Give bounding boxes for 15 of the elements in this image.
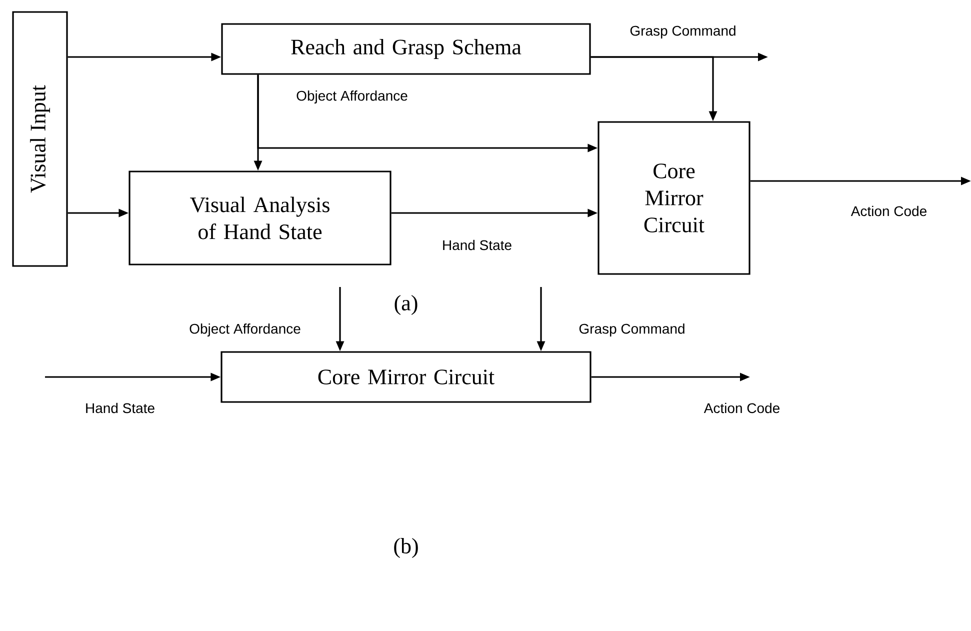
edge-label: Object Affordance [188,322,302,338]
block-box: Core Mirror Circuit [598,121,750,275]
block-box: Reach and Grasp Schema [221,23,591,75]
edge-label: Grasp Command [578,322,686,338]
edge-label: Object Affordance [295,89,409,105]
edge-label: Action Code [702,402,782,414]
edge-label: Hand State [440,238,514,252]
block-box: Visual Input [12,11,68,267]
edge-label: Grasp Command [628,24,738,40]
edge-label: Action Code [850,204,928,218]
block-box: Core Mirror Circuit [220,351,592,403]
edge-label: Hand State [84,402,156,414]
panel-label: (a) [394,295,418,315]
panel-label: (b) [394,538,418,558]
block-box: Visual Analysis of Hand State [128,170,392,266]
